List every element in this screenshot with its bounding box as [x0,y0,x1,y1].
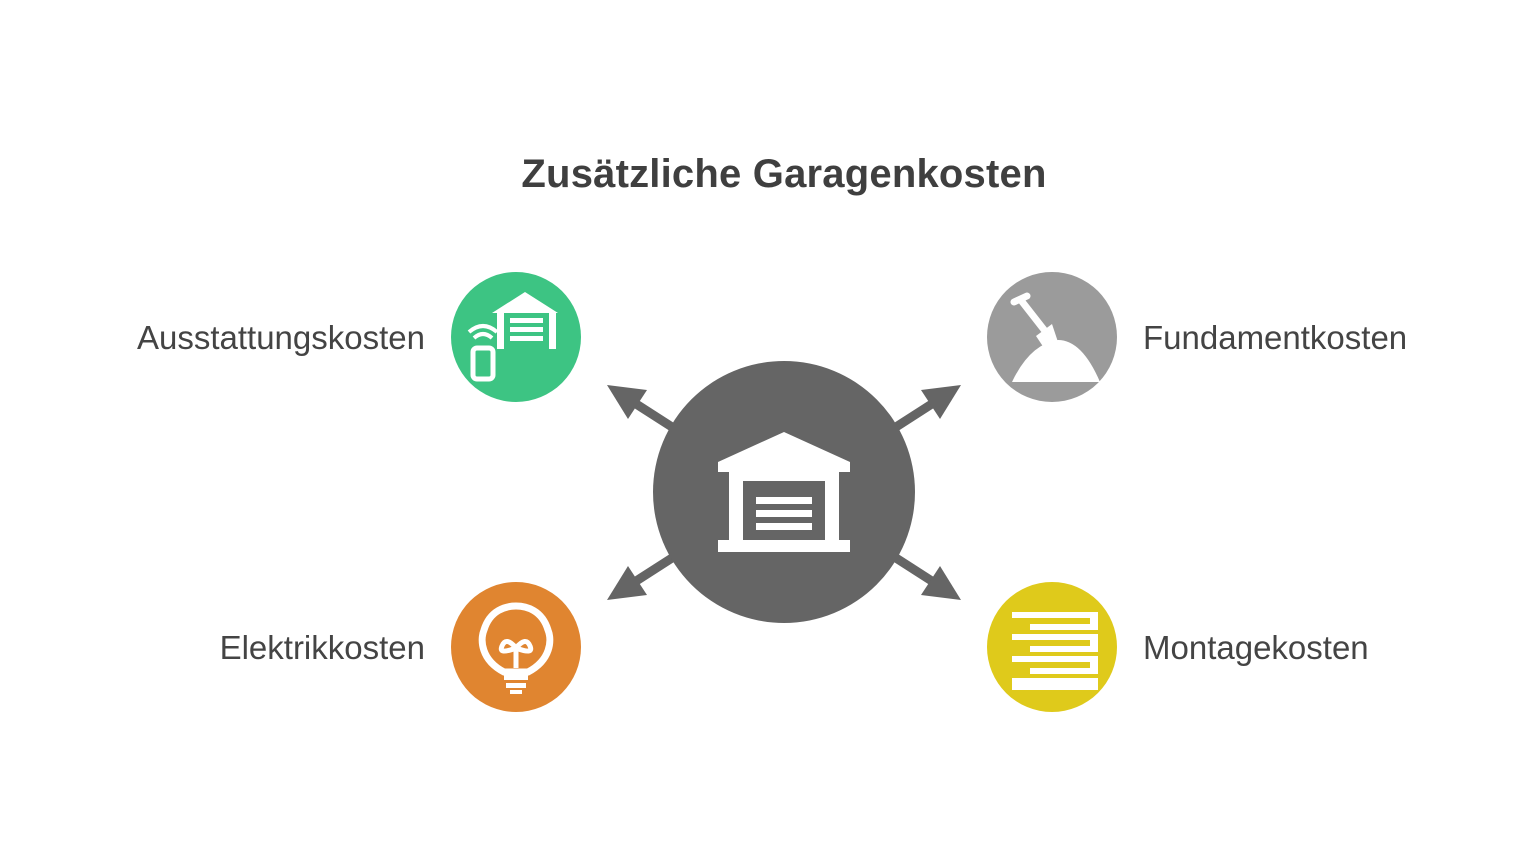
lightbulb-icon [478,602,554,694]
center-hub [653,361,915,623]
garage-icon [718,432,850,552]
label-elektrikkosten: Elektrikkosten [219,629,425,666]
label-montagekosten: Montagekosten [1143,629,1369,666]
center-circle [653,361,915,623]
label-ausstattungskosten: Ausstattungskosten [136,319,425,356]
garage-remote-icon [467,292,558,382]
stacked-panels-icon [1012,612,1098,690]
node-ausstattungskosten [451,272,581,402]
label-fundamentkosten: Fundamentkosten [1143,319,1408,356]
node-montagekosten [987,582,1117,712]
diagram-title: Zusätzliche Garagenkosten [521,152,1047,196]
node-elektrikkosten [451,582,581,712]
node-fundamentkosten [987,272,1117,402]
shovel-dirt-icon [1010,292,1100,382]
